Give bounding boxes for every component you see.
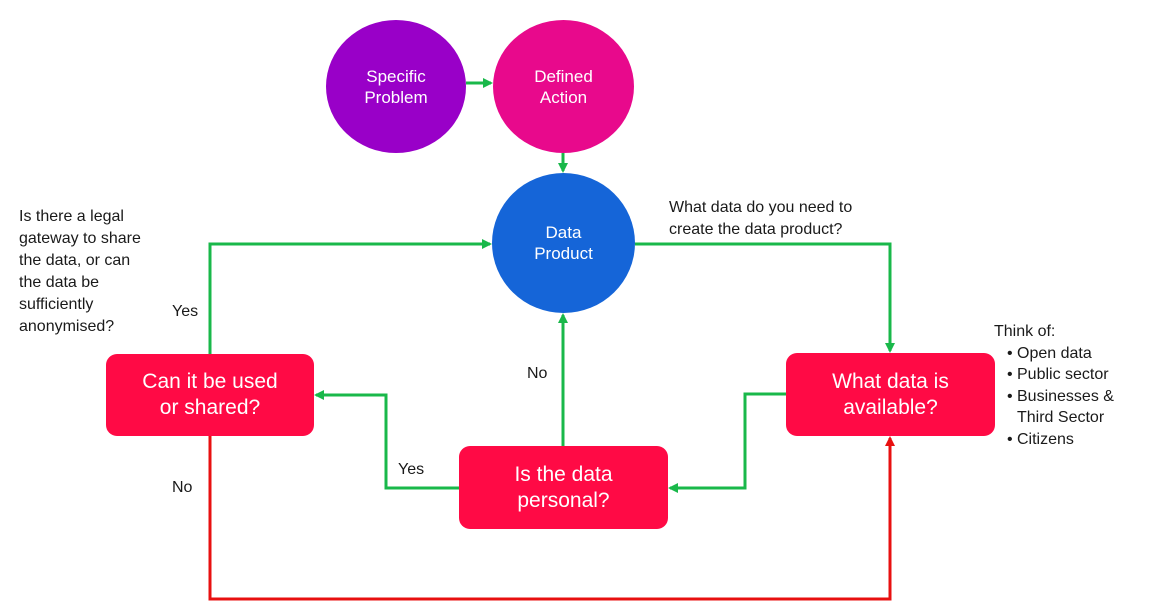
no-label-used-to-available: No xyxy=(172,479,193,496)
arrow-product-to-available xyxy=(635,242,895,353)
can-it-be-used-node: Can it be used or shared? xyxy=(106,354,314,436)
arrow-used-to-product xyxy=(208,239,492,354)
data-product-label: Data Product xyxy=(534,223,593,263)
bullet-icon: • xyxy=(1007,366,1013,384)
specific-problem-label: Specific Problem xyxy=(364,66,428,107)
think-of-item-text: Citizens xyxy=(1017,430,1074,448)
think-of-item-text: Businesses & Third Sector xyxy=(1017,387,1114,427)
arrow-used-to-available xyxy=(208,436,895,601)
specific-problem-node: Specific Problem xyxy=(326,20,466,153)
think-of-item: •Public sector xyxy=(994,364,1150,386)
arrow-personal-to-used xyxy=(314,390,459,490)
is-data-personal-node: Is the data personal? xyxy=(459,446,668,529)
think-of-item: •Open data xyxy=(994,343,1150,365)
defined-action-label: Defined Action xyxy=(534,66,593,107)
can-it-be-used-label: Can it be used or shared? xyxy=(142,370,278,419)
data-product-node: Data Product xyxy=(492,173,635,313)
think-of-item: •Businesses & Third Sector xyxy=(994,386,1150,429)
is-data-personal-label: Is the data personal? xyxy=(514,462,613,512)
arrow-available-to-personal xyxy=(668,392,786,493)
what-data-available-node: What data is available? xyxy=(786,353,995,436)
legal-gateway-question: Is there a legal gateway to share the da… xyxy=(19,208,141,335)
think-of-item: •Citizens xyxy=(994,429,1150,451)
think-of-items: •Open data •Public sector •Businesses & … xyxy=(994,343,1150,451)
defined-action-node: Defined Action xyxy=(493,20,634,153)
bullet-icon: • xyxy=(1007,387,1013,405)
think-of-item-text: Public sector xyxy=(1017,366,1109,384)
no-label-personal-to-product: No xyxy=(527,365,548,382)
think-of-item-text: Open data xyxy=(1017,344,1092,362)
yes-label-used-to-product: Yes xyxy=(172,303,199,320)
bullet-icon: • xyxy=(1007,430,1013,448)
data-needed-question: What data do you need to create the data… xyxy=(669,199,853,238)
think-of-list: Think of: •Open data •Public sector •Bus… xyxy=(994,321,1150,451)
what-data-available-label: What data is available? xyxy=(832,369,949,419)
yes-label-personal-to-used: Yes xyxy=(398,461,425,478)
bullet-icon: • xyxy=(1007,344,1013,362)
think-of-title: Think of: xyxy=(994,323,1056,340)
